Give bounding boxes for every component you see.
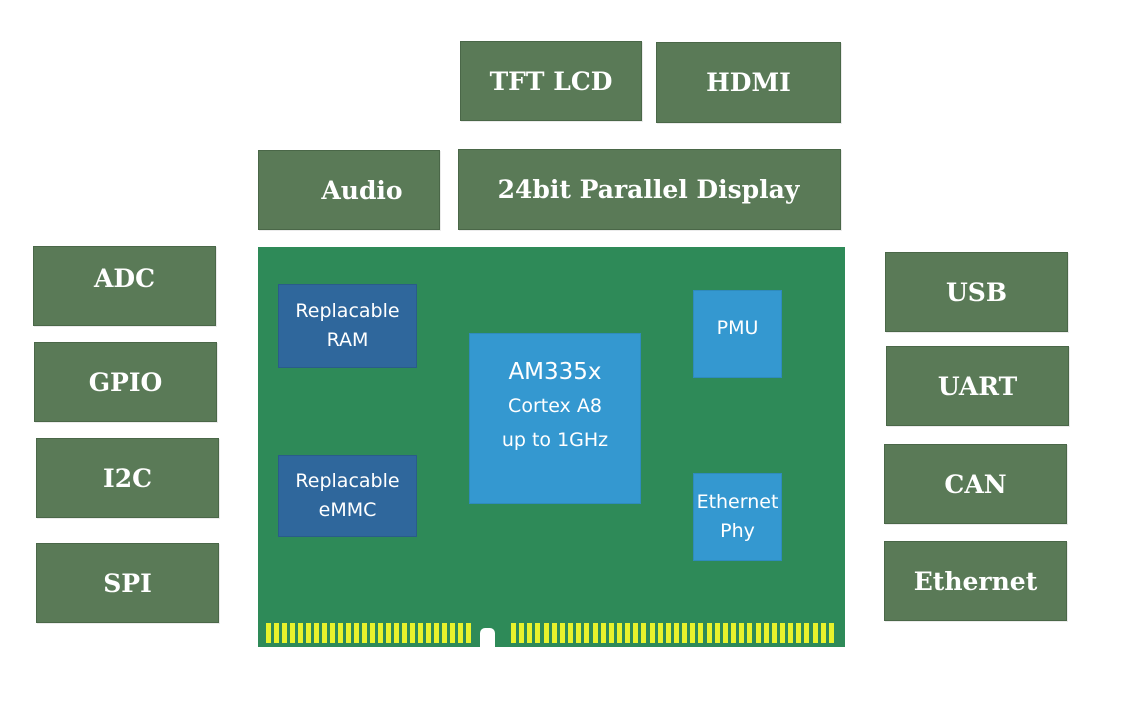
connector-pin <box>362 623 367 643</box>
connector-pin <box>771 623 777 643</box>
i2c-block: I2C <box>36 438 219 518</box>
connector-pin <box>266 623 271 643</box>
connector-pin <box>820 623 826 643</box>
pmu-chip: PMU <box>693 290 782 378</box>
parallel-display-block: 24bit Parallel Display <box>458 149 841 230</box>
connector-pin <box>370 623 375 643</box>
connector-pin <box>731 623 737 643</box>
connector-pin <box>535 623 541 643</box>
connector-pin <box>511 623 516 643</box>
cpu-chip-speed: up to 1GHz <box>501 428 609 451</box>
connector-pin <box>298 623 303 643</box>
hdmi-block: HDMI <box>656 42 841 123</box>
connector-pin <box>386 623 391 643</box>
connector-pin <box>674 623 679 643</box>
connector-pin <box>641 623 647 643</box>
pmu-chip-label: PMU <box>716 317 759 339</box>
connector-pin <box>274 623 279 643</box>
connector-pin <box>804 623 810 643</box>
ethernet-phy-chip: Ethernet Phy <box>693 473 782 561</box>
emmc-chip: Replacable eMMC <box>278 455 417 537</box>
connector-pin <box>322 623 327 643</box>
connector-pin <box>378 623 383 643</box>
emmc-chip-label-2: eMMC <box>318 499 377 521</box>
connector-pin <box>779 623 785 643</box>
connector-pin <box>527 623 533 643</box>
connector-pin <box>450 623 455 643</box>
connector-pin <box>466 623 471 643</box>
edge-connector-notch <box>480 628 495 648</box>
can-block: CAN <box>884 444 1067 524</box>
connector-pin <box>633 623 639 643</box>
connector-pin <box>608 623 614 643</box>
connector-pin <box>739 623 745 643</box>
ram-chip: Replacable RAM <box>278 284 417 368</box>
connector-pin <box>290 623 295 643</box>
connector-pin <box>828 623 834 643</box>
connector-pin <box>625 623 631 643</box>
connector-pin <box>649 623 655 643</box>
connector-pin <box>418 623 423 643</box>
connector-pin <box>682 623 688 643</box>
connector-pin <box>338 623 343 643</box>
connector-pin <box>616 623 622 643</box>
usb-block: USB <box>885 252 1068 332</box>
connector-pin <box>314 623 319 643</box>
connector-pin <box>747 623 753 643</box>
ethernet-phy-label-1: Ethernet <box>696 491 779 513</box>
connector-pin <box>796 623 802 643</box>
connector-pin <box>354 623 359 643</box>
connector-pin <box>559 623 565 643</box>
connector-pin <box>812 623 818 643</box>
connector-pin <box>330 623 335 643</box>
connector-pin <box>442 623 447 643</box>
connector-pin <box>568 623 574 643</box>
connector-pin <box>714 623 720 643</box>
connector-pin <box>584 623 590 643</box>
uart-block: UART <box>886 346 1069 426</box>
edge-connector-left <box>266 623 472 643</box>
ram-chip-label-1: Replacable <box>295 300 400 322</box>
connector-pin <box>346 623 351 643</box>
cpu-chip: AM335x Cortex A8 up to 1GHz <box>469 333 641 504</box>
connector-pin <box>458 623 463 643</box>
connector-pin <box>788 623 794 643</box>
cpu-chip-core: Cortex A8 <box>508 394 602 417</box>
connector-pin <box>434 623 439 643</box>
connector-pin <box>706 623 712 643</box>
connector-pin <box>543 623 549 643</box>
connector-pin <box>763 623 769 643</box>
connector-pin <box>394 623 399 643</box>
ethernet-phy-label-2: Phy <box>720 520 755 542</box>
ram-chip-label-2: RAM <box>326 329 369 351</box>
connector-pin <box>600 623 606 643</box>
connector-pin <box>755 623 761 643</box>
edge-connector-right <box>511 623 837 643</box>
connector-pin <box>576 623 582 643</box>
connector-pin <box>402 623 407 643</box>
audio-block: Audio <box>258 150 440 230</box>
connector-pin <box>657 623 663 643</box>
adc-block: ADC <box>33 246 216 326</box>
connector-pin <box>426 623 431 643</box>
connector-pin <box>665 623 671 643</box>
connector-pin <box>722 623 728 643</box>
connector-pin <box>306 623 311 643</box>
connector-pin <box>282 623 287 643</box>
tft-lcd-block: TFT LCD <box>460 41 642 121</box>
gpio-block: GPIO <box>34 342 217 422</box>
spi-block: SPI <box>36 543 219 623</box>
connector-pin <box>410 623 415 643</box>
emmc-chip-label-1: Replacable <box>295 470 400 492</box>
ethernet-block: Ethernet <box>884 541 1067 621</box>
connector-pin <box>698 623 704 643</box>
connector-pin <box>592 623 598 643</box>
connector-pin <box>519 623 525 643</box>
cpu-chip-name: AM335x <box>508 358 602 385</box>
connector-pin <box>690 623 696 643</box>
connector-pin <box>551 623 557 643</box>
